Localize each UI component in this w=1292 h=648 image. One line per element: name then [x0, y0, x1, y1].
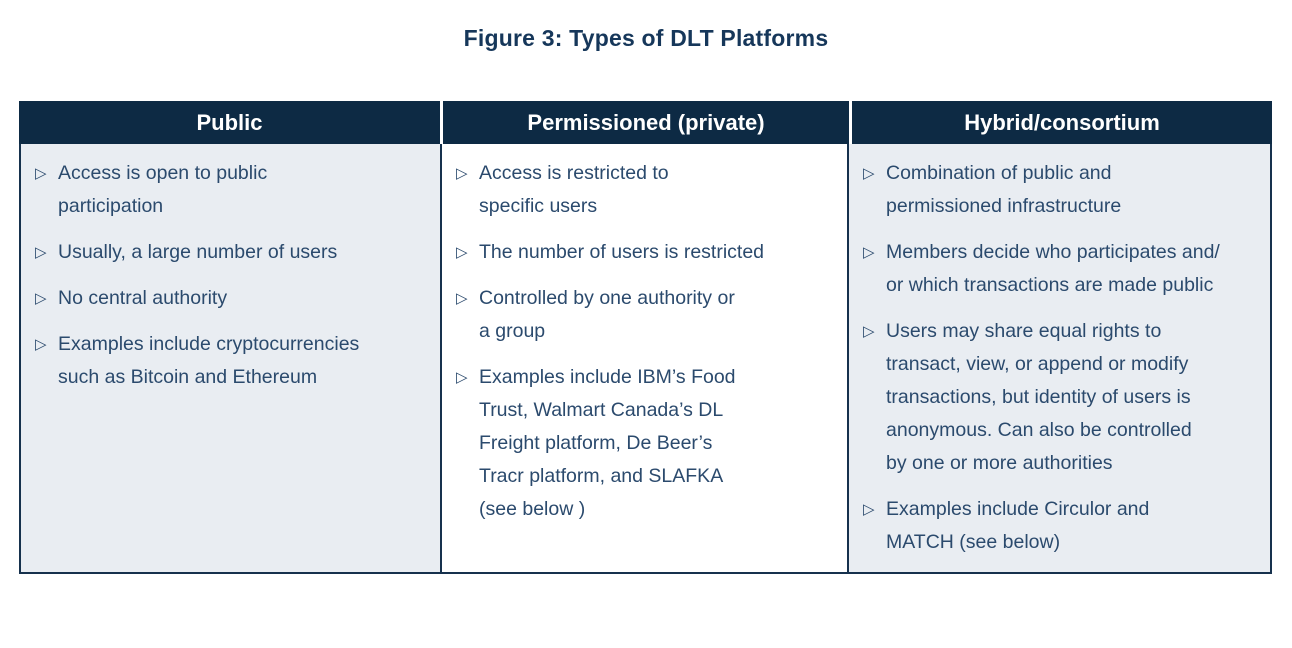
triangle-bullet-icon: ▷ — [456, 243, 468, 261]
list-item-text: Usually, a large number of users — [58, 241, 338, 263]
list-item: ▷ Usually, a large number of users — [35, 236, 424, 269]
list-item-text: The number of users is restricted — [479, 241, 765, 263]
cell-public: ▷ Access is open to public participation… — [21, 144, 440, 572]
list-item-text: Members decide who participates and/ or … — [886, 241, 1220, 296]
list-item: ▷ Users may share equal rights to transa… — [863, 315, 1254, 480]
document-page: Figure 3: Types of DLT Platforms Public … — [19, 25, 1272, 574]
list-item-text: Examples include cryptocurrencies such a… — [58, 333, 360, 388]
list-item: ▷ Examples include cryptocurrencies such… — [35, 328, 424, 394]
triangle-bullet-icon: ▷ — [456, 368, 468, 386]
table-header-row: Public Permissioned (private) Hybrid/con… — [19, 101, 1272, 144]
list-item-text: Combination of public and permissioned i… — [886, 162, 1122, 217]
list-item: ▷ Examples include Circulor and MATCH (s… — [863, 493, 1254, 559]
list-item: ▷ Examples include IBM’s Food Trust, Wal… — [456, 361, 831, 526]
triangle-bullet-icon: ▷ — [456, 289, 468, 307]
triangle-bullet-icon: ▷ — [35, 164, 47, 182]
triangle-bullet-icon: ▷ — [456, 164, 468, 182]
triangle-bullet-icon: ▷ — [863, 164, 875, 182]
list-item: ▷ No central authority — [35, 282, 424, 315]
cell-permissioned: ▷ Access is restricted to specific users… — [440, 144, 847, 572]
table-body-row: ▷ Access is open to public participation… — [19, 144, 1272, 574]
triangle-bullet-icon: ▷ — [863, 243, 875, 261]
list-item-text: Access is restricted to specific users — [479, 162, 669, 217]
list-item: ▷ Controlled by one authority or a group — [456, 282, 831, 348]
list-item: ▷ Access is open to public participation — [35, 157, 424, 223]
list-item-text: No central authority — [58, 287, 228, 309]
list-item: ▷ Access is restricted to specific users — [456, 157, 831, 223]
list-item: ▷ The number of users is restricted — [456, 236, 831, 269]
triangle-bullet-icon: ▷ — [863, 500, 875, 518]
list-item: ▷ Members decide who participates and/ o… — [863, 236, 1254, 302]
column-header-public: Public — [196, 109, 263, 135]
list-item-text: Examples include IBM’s Food Trust, Walma… — [479, 366, 736, 520]
dlt-platforms-table: Public Permissioned (private) Hybrid/con… — [19, 101, 1272, 574]
figure-title: Figure 3: Types of DLT Platforms — [463, 25, 829, 51]
triangle-bullet-icon: ▷ — [35, 289, 47, 307]
list-item-text: Users may share equal rights to transact… — [886, 320, 1192, 474]
triangle-bullet-icon: ▷ — [35, 335, 47, 353]
list-item-text: Examples include Circulor and MATCH (see… — [886, 498, 1150, 553]
triangle-bullet-icon: ▷ — [863, 322, 875, 340]
cell-hybrid-consortium: ▷ Combination of public and permissioned… — [847, 144, 1270, 572]
list-item-text: Access is open to public participation — [58, 162, 268, 217]
triangle-bullet-icon: ▷ — [35, 243, 47, 261]
column-header-hybrid-consortium: Hybrid/consortium — [849, 101, 1272, 144]
column-header-permissioned: Permissioned (private) — [440, 101, 849, 144]
list-item: ▷ Combination of public and permissioned… — [863, 157, 1254, 223]
list-item-text: Controlled by one authority or a group — [479, 287, 735, 342]
